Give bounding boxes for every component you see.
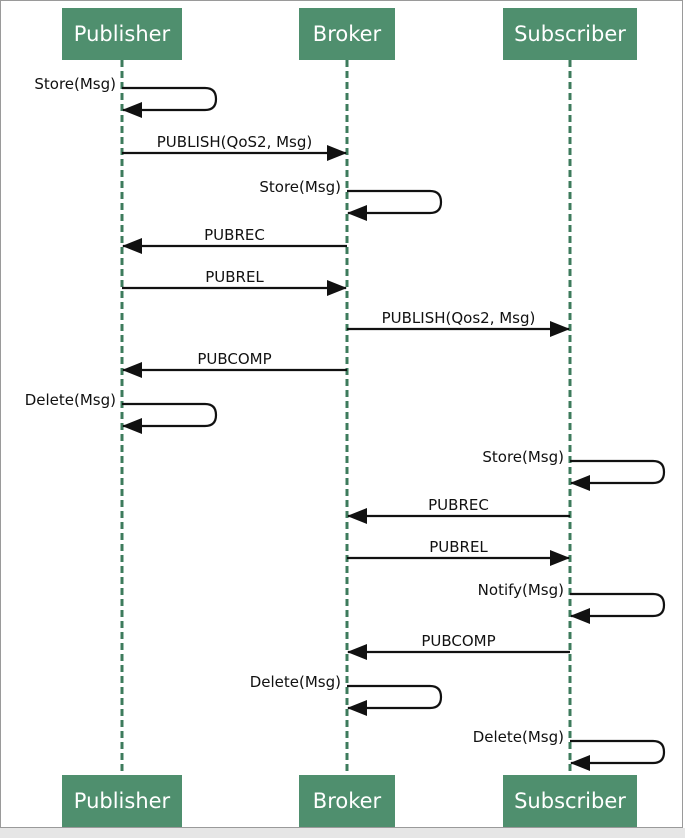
actor-label: Broker [313, 22, 382, 46]
self-message-arrow [570, 592, 666, 624]
self-message-label: Notify(Msg) [478, 581, 564, 599]
message-6: PUBCOMP [122, 350, 347, 378]
self-message-label: Delete(Msg) [250, 673, 341, 691]
actor-broker-bottom: Broker [299, 775, 395, 827]
bottom-strip [0, 828, 685, 838]
message-5: PUBLISH(Qos2, Msg) [347, 309, 570, 337]
self-message-arrow [570, 459, 666, 491]
actor-box [503, 8, 637, 60]
self-message-arrow [347, 684, 443, 716]
actor-box [62, 775, 182, 827]
message-label: PUBCOMP [197, 350, 271, 368]
actor-publisher-top: Publisher [62, 8, 182, 60]
self-message-label: Store(Msg) [482, 448, 564, 466]
self-message-label: Delete(Msg) [25, 391, 116, 409]
self-message-arrow [570, 739, 666, 771]
self-message-label: Delete(Msg) [473, 728, 564, 746]
message-10: PUBREL [347, 538, 570, 566]
actor-broker-top: Broker [299, 8, 395, 60]
message-label: PUBREC [428, 496, 489, 514]
self-message-label: Store(Msg) [34, 75, 116, 93]
message-label: PUBREL [205, 268, 264, 286]
self-message-8: Store(Msg) [482, 448, 666, 491]
message-label: PUBREC [204, 226, 265, 244]
actor-box [503, 775, 637, 827]
self-message-label: Store(Msg) [259, 178, 341, 196]
actor-label: Broker [313, 789, 382, 813]
actor-subscriber-top: Subscriber [503, 8, 637, 60]
self-message-7: Delete(Msg) [25, 391, 218, 434]
message-label: PUBLISH(QoS2, Msg) [157, 133, 312, 151]
self-message-0: Store(Msg) [34, 75, 218, 118]
actor-label: Publisher [74, 22, 171, 46]
message-3: PUBREC [122, 226, 347, 254]
actor-label: Subscriber [514, 789, 626, 813]
message-label: PUBCOMP [421, 632, 495, 650]
message-4: PUBREL [122, 268, 347, 296]
actor-box [299, 775, 395, 827]
self-message-13: Delete(Msg) [250, 673, 443, 716]
message-1: PUBLISH(QoS2, Msg) [122, 133, 347, 161]
self-message-11: Notify(Msg) [478, 581, 666, 624]
actor-box [62, 8, 182, 60]
message-9: PUBREC [347, 496, 570, 524]
self-message-14: Delete(Msg) [473, 728, 666, 771]
message-12: PUBCOMP [347, 632, 570, 660]
actor-label: Publisher [74, 789, 171, 813]
actor-subscriber-bottom: Subscriber [503, 775, 637, 827]
message-label: PUBLISH(Qos2, Msg) [382, 309, 536, 327]
self-message-arrow [122, 86, 218, 118]
self-message-arrow [122, 402, 218, 434]
actor-publisher-bottom: Publisher [62, 775, 182, 827]
message-label: PUBREL [429, 538, 488, 556]
self-message-2: Store(Msg) [259, 178, 443, 221]
actor-label: Subscriber [514, 22, 626, 46]
actor-box [299, 8, 395, 60]
self-message-arrow [347, 189, 443, 221]
